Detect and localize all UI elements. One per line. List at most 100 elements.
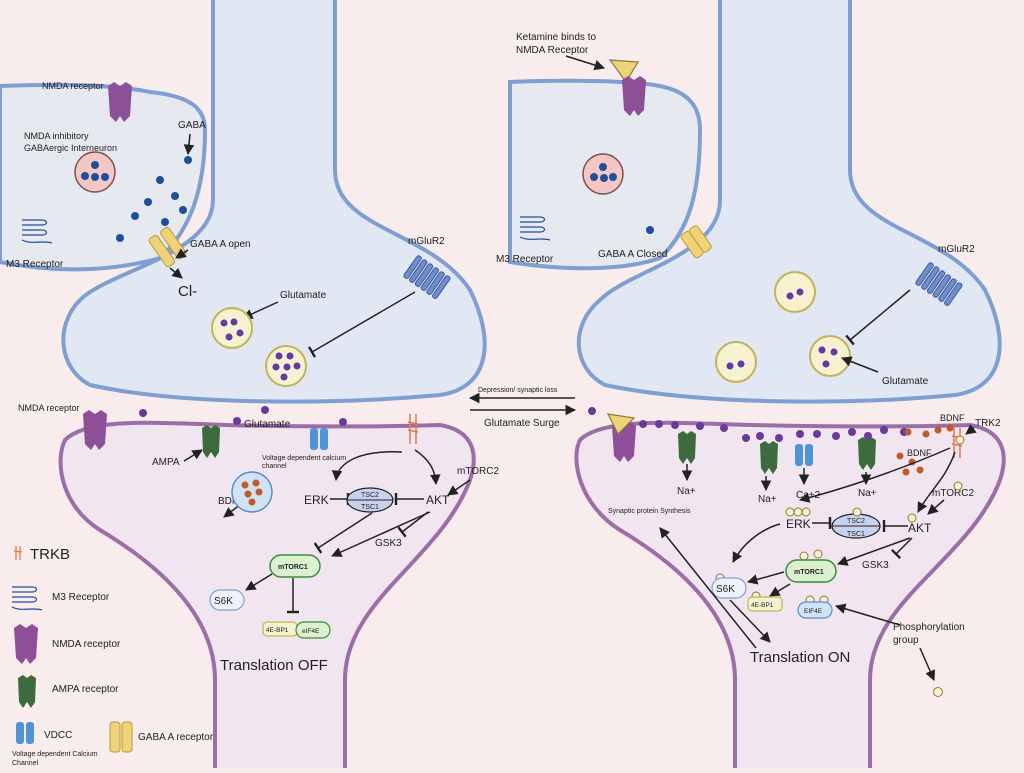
legend-gaba-a-label: GABA A receptor — [138, 732, 214, 743]
bdnf-label-left: BDNF — [218, 496, 245, 507]
mtorc2-label-right: mTORC2 — [932, 488, 974, 499]
gaba-vesicle-dots — [81, 161, 109, 181]
gaba-dots-left — [116, 156, 192, 242]
ketamine-label-1: Ketamine binds to — [516, 32, 596, 43]
tsc2-label-right: TSC2 — [847, 518, 865, 525]
akt-label-right: AKT — [908, 521, 932, 535]
nmda-receptor-legend-icon — [14, 624, 38, 664]
erk-label-left: ERK — [304, 493, 329, 507]
phospho-label-2: group — [893, 635, 919, 646]
bdnf-mid-label-right: BDNF — [907, 448, 932, 458]
depression-label: Depression/ synaptic loss — [478, 387, 558, 394]
ampa-receptor-icon-right-3 — [858, 437, 876, 470]
ampa-label-left: AMPA — [152, 457, 180, 468]
mtorc1-label-right: mTORC1 — [794, 569, 824, 576]
vdcc-icon-left — [310, 428, 328, 450]
4ebp1-label-left: 4E-BP1 — [266, 627, 289, 634]
legend-vdcc-sub-2: Channel — [12, 760, 39, 767]
postsynaptic-terminal-right — [574, 420, 1006, 768]
mglur2-label-right: mGluR2 — [938, 244, 975, 255]
vdcc-label-left-1: Voltage dependent calcium — [262, 455, 346, 462]
gaba-a-closed-label: GABA A Closed — [598, 249, 668, 260]
m3-receptor-label-left: M3 Receptor — [6, 259, 64, 270]
tsc1-label-right: TSC1 — [847, 531, 865, 538]
tsc1-label-left: TSC1 — [361, 504, 379, 511]
4ebp1-right — [747, 596, 783, 612]
glutamate-vesicle-right-3 — [809, 335, 851, 377]
gaba-vesicle — [74, 151, 116, 193]
translation-off-label: Translation OFF — [220, 657, 328, 674]
na-label-3: Na+ — [858, 488, 877, 499]
erk-label-right: ERK — [786, 517, 811, 531]
glutamate-vesicle-left-1 — [211, 307, 253, 349]
4ebp1-label-right: 4E-BP1 — [751, 602, 774, 609]
ketamine-icon — [608, 59, 640, 84]
mglur2-icon-right — [915, 262, 963, 306]
mtorc2-label-left: mTORC2 — [457, 466, 499, 477]
nmda-receptor-membrane-label: NMDA receptor — [18, 403, 80, 413]
bdnf-dots-right — [896, 424, 954, 476]
postsynaptic-terminal-left — [58, 420, 476, 768]
interneuron-label-1: NMDA inhibitory — [24, 131, 89, 141]
glutamate-vesicle-right-1 — [774, 271, 816, 313]
legend-ampa-label: AMPA receptor — [52, 684, 119, 695]
gaba-label: GABA — [178, 120, 206, 131]
glutamate-vesicle-label-left: Glutamate — [280, 290, 327, 301]
legend-vdcc-sub-1: Voltage dependent Calcium — [12, 751, 98, 758]
akt-label-left: AKT — [426, 493, 450, 507]
translation-on-label: Translation ON — [750, 649, 850, 666]
nmda-receptor-icon-right-top — [622, 76, 646, 116]
bdnf-top-label-right: BDNF — [940, 413, 965, 423]
eif4e-left — [295, 621, 331, 639]
glutamate-surge-label: Glutamate Surge — [484, 418, 560, 429]
s6k-left — [209, 589, 245, 611]
glutamate-dots-cleft-right — [588, 407, 908, 442]
gaba-vesicle-right — [582, 153, 624, 195]
vdcc-icon-right — [795, 444, 813, 466]
ampa-receptor-icon-left — [202, 425, 220, 458]
m3-receptor-label-right: M3 Receptor — [496, 254, 554, 265]
interneuron-label-2: GABAergic Interneuron — [24, 143, 117, 153]
ampa-receptor-icon-right-1 — [678, 431, 696, 464]
phosphorylation-group-icon — [933, 687, 943, 697]
m3-receptor-icon — [21, 219, 53, 244]
ampa-receptor-legend-icon — [18, 675, 36, 708]
glutamate-dots-cleft-left — [139, 406, 347, 426]
nmda-receptor-top-label: NMDA receptor — [42, 81, 104, 91]
na-label-1: Na+ — [677, 486, 696, 497]
mtorc1-right — [785, 559, 837, 583]
ketamine-label-2: NMDA Receptor — [516, 45, 589, 56]
glutamate-membrane-label: Glutamate — [244, 419, 291, 430]
legend-nmda-label: NMDA receptor — [52, 639, 121, 650]
trkb-icon — [13, 546, 23, 560]
s6k-label-right: S6K — [716, 584, 735, 595]
vdcc-label-left-2: channel — [262, 463, 287, 470]
legend: TRKB M3 Receptor NMDA receptor AMPA rece… — [11, 546, 214, 767]
legend-m3-label: M3 Receptor — [52, 592, 110, 603]
eif4e-right — [797, 601, 833, 619]
phospho-label-1: Phosphorylation — [893, 622, 965, 633]
s6k-label-left: S6K — [214, 596, 233, 607]
glutamate-vesicle-right-2 — [715, 341, 757, 383]
eif4e-label-left: eIF4E — [302, 628, 320, 635]
nmda-receptor-icon — [108, 82, 132, 122]
presynaptic-terminal-right — [576, 0, 1002, 404]
gaba-a-receptor-closed-icon — [680, 225, 712, 259]
legend-vdcc-label: VDCC — [44, 730, 72, 741]
mtorc1-label-left: mTORC1 — [278, 564, 308, 571]
na-label-2: Na+ — [758, 494, 777, 505]
trkb-receptor-left — [407, 414, 419, 444]
m3-receptor-icon-right — [519, 216, 551, 241]
synaptic-protein-label: Synaptic protein Synthesis — [608, 508, 691, 515]
ampa-receptor-icon-right-2 — [760, 441, 778, 474]
eif4e-label-right: EIF4E — [804, 608, 823, 615]
glutamate-label-right: Glutamate — [882, 376, 929, 387]
bdnf-vesicle-left — [231, 471, 273, 513]
vdcc-legend-icon — [16, 722, 34, 744]
mtorc1-left — [269, 554, 321, 578]
m3-receptor-legend-icon — [11, 586, 43, 611]
chloride-label: Cl- — [178, 283, 197, 300]
mglur2-label-left: mGluR2 — [408, 236, 445, 247]
ketamine-bound-icon — [606, 413, 636, 436]
gsk3-label-left: GSK3 — [375, 538, 402, 549]
